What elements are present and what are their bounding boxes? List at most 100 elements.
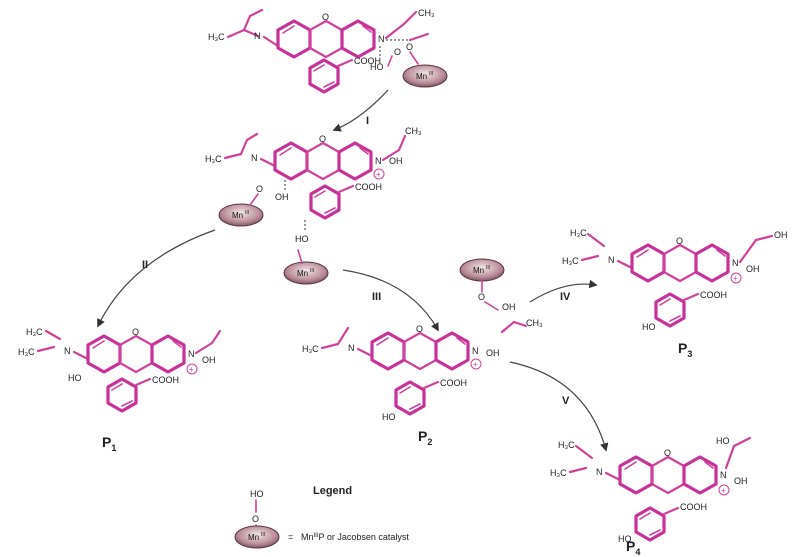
- atom-label-n: N: [375, 156, 382, 166]
- product-p4-molecule: H₃C H₃C N O N HO OH + COOH HO: [550, 436, 752, 544]
- legend-title: Legend: [313, 485, 352, 497]
- atom-label-h3c: H₃C: [18, 347, 35, 357]
- atom-label-h3c: H₃C: [205, 154, 222, 164]
- legend: Legend HO O Mn III = MnIIIP or Jacobsen …: [234, 485, 409, 549]
- atom-label-ho: HO: [370, 62, 384, 72]
- atom-label-oh: OH: [486, 348, 500, 358]
- arrow-step-i: [332, 89, 389, 132]
- charge-plus: +: [189, 365, 194, 374]
- atom-label-oh: OH: [746, 264, 760, 274]
- atom-label-n: N: [720, 470, 727, 480]
- atom-label-n: N: [472, 346, 479, 356]
- atom-label-o: O: [676, 236, 683, 246]
- mn-label: Mn: [297, 269, 308, 278]
- atom-label-n: N: [188, 349, 195, 359]
- atom-label-h3c: H₃C: [208, 32, 225, 42]
- atom-label-n: N: [378, 34, 385, 44]
- mn-oxidation-label: III: [245, 210, 249, 216]
- catalyst-icon: Mn III: [402, 64, 448, 88]
- mn-oxidation-label: III: [429, 71, 433, 77]
- atom-label-n: N: [254, 31, 261, 41]
- product-p3-molecule: H₃C H₃C N O N OH OH + COOH HO: [562, 228, 788, 332]
- atom-label-ch3: CH₃: [405, 126, 422, 136]
- atom-label-ho: HO: [618, 534, 632, 544]
- atom-label-cooh: COOH: [354, 56, 381, 66]
- product-label-p1: P1: [102, 434, 116, 453]
- product-label-p4: P4: [626, 538, 640, 557]
- atom-label-ho: HO: [68, 373, 82, 383]
- atom-label-o: O: [319, 134, 326, 144]
- mn-oxidation-label: III: [261, 532, 265, 538]
- arrow-step-iv: [529, 279, 598, 303]
- product-label-p2: P2: [418, 428, 432, 447]
- atom-label-ch3: CH₃: [526, 318, 543, 328]
- atom-label-ho: HO: [295, 234, 309, 244]
- atom-label-cooh: COOH: [680, 502, 707, 512]
- atom-label-n: N: [64, 346, 71, 356]
- atom-label-oh: OH: [389, 156, 403, 166]
- atom-label-cooh: COOH: [355, 182, 382, 192]
- atom-label-oh: OH: [502, 302, 516, 312]
- atom-label-n: N: [608, 255, 615, 265]
- atom-label-h3c: H₃C: [302, 344, 319, 354]
- atom-label-h3c: H₃C: [550, 468, 567, 478]
- arrow-step-v: [509, 361, 609, 452]
- mn-oxidation-label: III: [486, 265, 490, 271]
- atom-label-o: O: [664, 448, 671, 458]
- atom-label-oh: OH: [774, 230, 788, 240]
- atom-label-n: N: [732, 258, 739, 268]
- legend-description: MnIIIP or Jacobsen catalyst: [301, 532, 409, 542]
- intermediate-molecule: H₃C N O N CH₃ OH + OH COOH HO: [205, 126, 422, 244]
- mn-label: Mn: [232, 211, 243, 220]
- catalyst-icon: Mn III: [459, 258, 505, 282]
- product-p2-molecule: H₃C N O N OH + COOH HO: [302, 324, 500, 422]
- atom-label-o: O: [478, 292, 485, 302]
- atom-label-ho: HO: [716, 436, 730, 446]
- mn-label: Mn: [416, 72, 427, 81]
- charge-plus: +: [376, 170, 381, 179]
- atom-label-h3c: H₃C: [558, 440, 575, 450]
- atom-label-oh: OH: [734, 476, 748, 486]
- legend-equals: =: [288, 532, 293, 542]
- atom-label-ch3: CH₃: [418, 8, 435, 18]
- atom-label-cooh: COOH: [152, 375, 179, 385]
- atom-label-oh: OH: [275, 192, 289, 202]
- product-p1-molecule: H₃C H₃C N O N OH + HO COOH: [18, 327, 222, 413]
- atom-label-o: O: [256, 184, 263, 194]
- mn-label: Mn: [473, 266, 484, 275]
- mn-oxidation-label: III: [310, 268, 314, 274]
- atom-label-ho: HO: [250, 489, 264, 499]
- atom-label-n: N: [251, 153, 258, 163]
- arrow-step-ii: [97, 229, 216, 328]
- step-label-v: V: [562, 395, 570, 407]
- mn-label: Mn: [248, 533, 259, 542]
- atom-label-h3c: H₃C: [570, 228, 587, 238]
- arrow-step-iii: [342, 269, 439, 332]
- charge-plus: +: [721, 486, 726, 495]
- catalyst-icon: Mn III: [283, 261, 329, 285]
- atom-label-h3c: H₃C: [562, 256, 579, 266]
- atom-label-o: O: [322, 12, 329, 22]
- step-label-iii: III: [372, 291, 381, 303]
- product-label-p3: P3: [678, 340, 692, 359]
- atom-label-n: N: [596, 467, 603, 477]
- step-label-i: I: [366, 115, 369, 127]
- charge-plus: +: [733, 274, 738, 283]
- atom-label-cooh: COOH: [440, 378, 467, 388]
- atom-label-cooh: COOH: [700, 290, 727, 300]
- atom-label-n: N: [348, 343, 355, 353]
- atom-label-ho: HO: [382, 412, 396, 422]
- atom-label-h3c: H₃C: [26, 327, 43, 337]
- atom-label-o: O: [406, 42, 413, 52]
- atom-label-oh: OH: [202, 355, 216, 365]
- atom-label-ho: HO: [642, 322, 656, 332]
- step-label-ii: II: [142, 259, 148, 271]
- step-label-iv: IV: [560, 291, 571, 303]
- catalyst-icon: Mn III: [234, 525, 280, 549]
- catalyst-icon: Mn III: [218, 203, 264, 227]
- atom-label-o: O: [252, 514, 259, 524]
- charge-plus: +: [473, 360, 478, 369]
- atom-label-o: O: [132, 327, 139, 337]
- starting-molecule: H₃C N O N CH₃ HO O COOH Mn III O: [208, 8, 448, 94]
